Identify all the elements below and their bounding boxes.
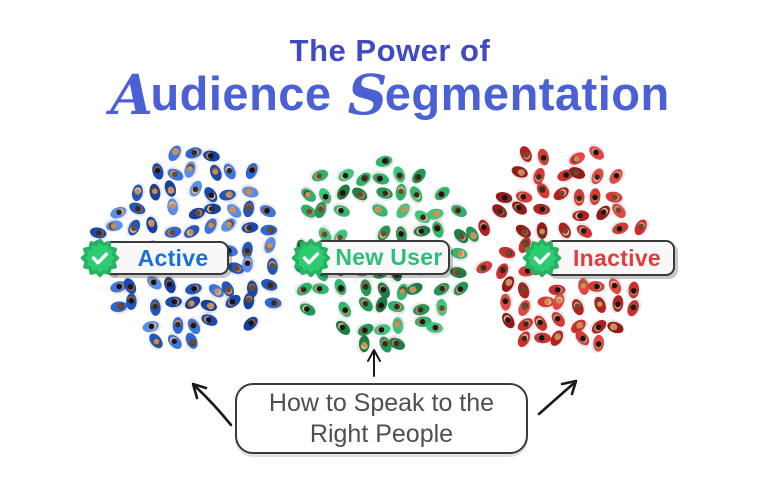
badge-new-user-label: New User: [335, 244, 443, 270]
badge-active-label: Active: [137, 244, 209, 271]
badge-active-pill: Active: [103, 241, 229, 275]
verified-check-icon: [80, 238, 120, 278]
badge-inactive-label: Inactive: [572, 244, 662, 271]
badge-active: Active: [80, 238, 229, 278]
title-line-1: The Power of: [289, 33, 491, 68]
arrow-to-active-crowd: [191, 382, 233, 427]
title-word-segmentation: egmentation: [384, 67, 670, 120]
badge-new-user: New User: [291, 238, 450, 277]
script-initial-a: A: [110, 62, 154, 127]
verified-check-icon: [522, 238, 562, 278]
badge-inactive: Inactive: [522, 238, 675, 278]
badge-new-user-pill: New User: [314, 240, 450, 275]
script-initial-s: S: [347, 62, 388, 127]
badge-inactive-pill: Inactive: [545, 240, 675, 276]
callout-line-2: Right People: [309, 419, 454, 448]
arrow-to-inactive-crowd: [537, 379, 578, 416]
verified-check-icon: [291, 238, 331, 277]
callout-box: How to Speak to the Right People: [235, 383, 528, 454]
callout-line-1: How to Speak to the: [268, 388, 495, 417]
arrow-to-new-user-crowd: [367, 349, 381, 377]
title-word-audience: udience: [150, 67, 332, 120]
